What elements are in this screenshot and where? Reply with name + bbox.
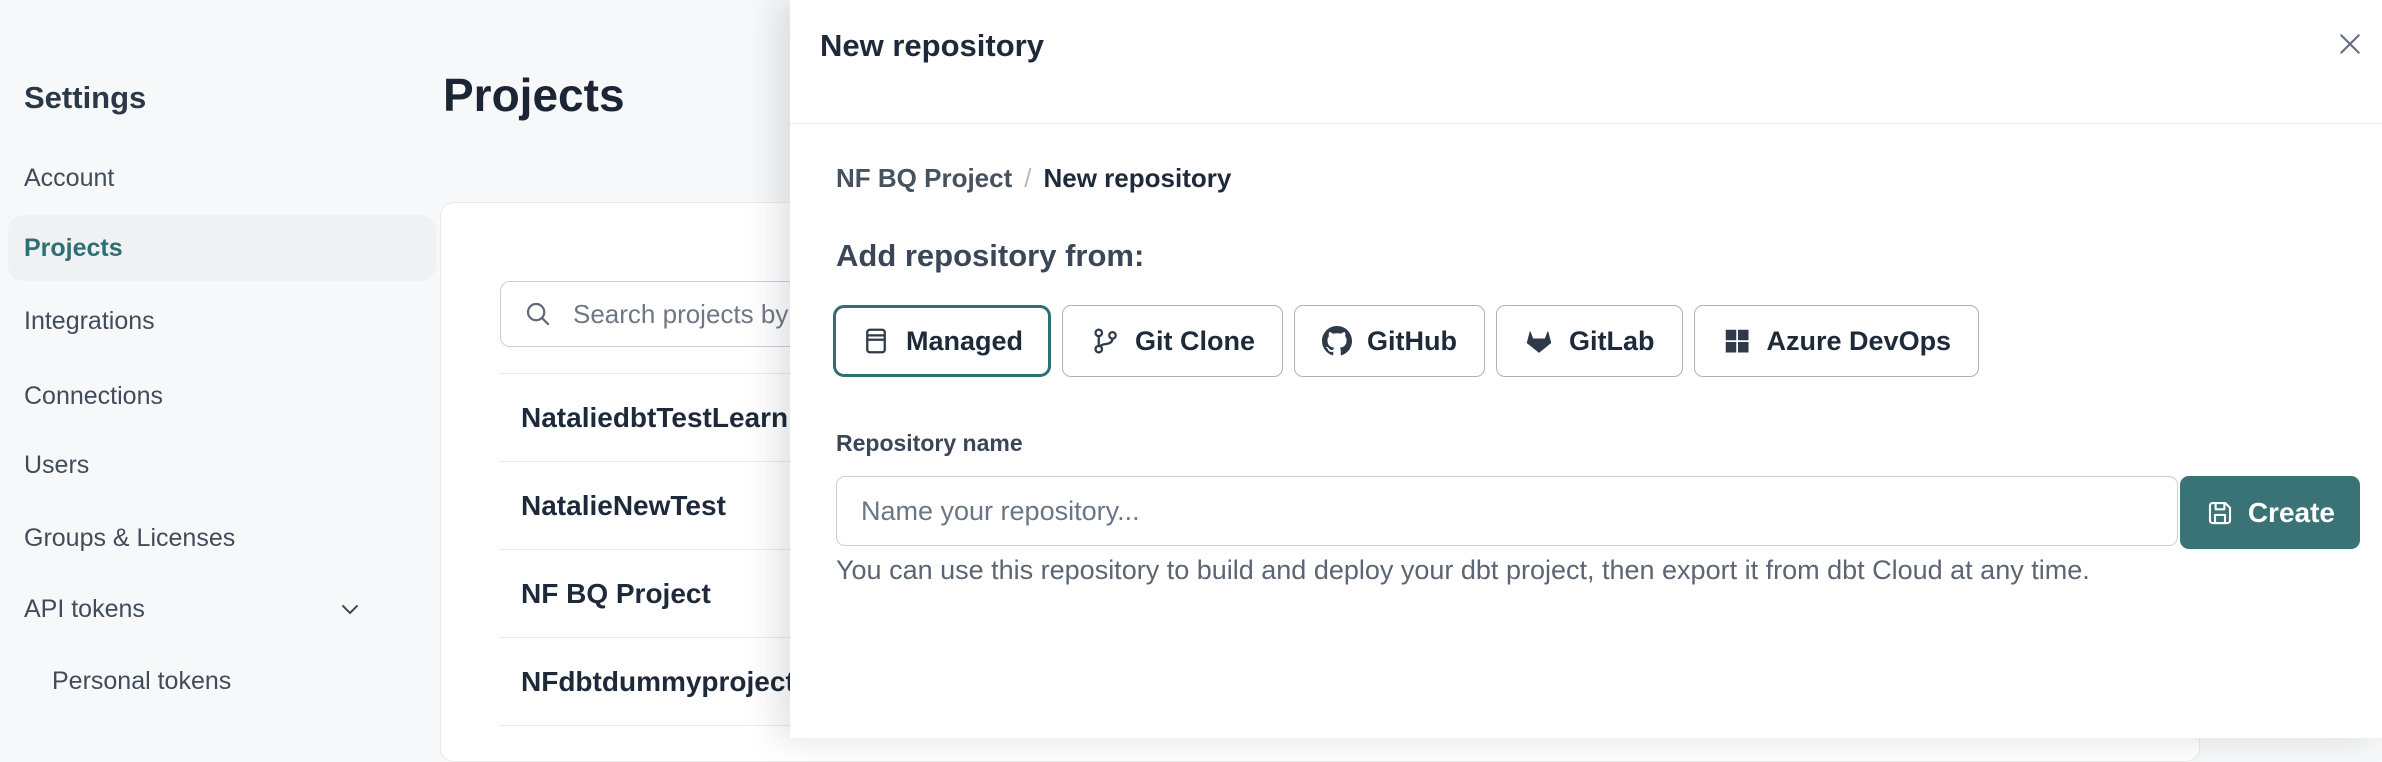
git-branch-icon xyxy=(1094,328,1117,354)
create-button[interactable]: Create xyxy=(2179,476,2360,549)
chevron-down-icon[interactable] xyxy=(338,597,362,621)
sidebar-title: Settings xyxy=(24,80,147,115)
gitlab-icon xyxy=(1526,331,1552,353)
create-button-label: Create xyxy=(2247,496,2335,528)
sidebar-item-groups-licenses[interactable]: Groups & Licenses xyxy=(24,524,236,552)
new-repository-modal: New repository NF BQ Project / New repos… xyxy=(790,0,2382,738)
page-title: Projects xyxy=(443,69,625,121)
repository-help-text: You can use this repository to build and… xyxy=(836,555,2090,585)
source-option-label: Git Clone xyxy=(1135,325,1256,356)
sidebar-item-users[interactable]: Users xyxy=(24,451,90,479)
repository-name-label: Repository name xyxy=(836,430,1023,456)
source-option-label: GitHub xyxy=(1367,325,1458,356)
breadcrumb-project-link[interactable]: NF BQ Project xyxy=(836,163,1013,193)
save-icon xyxy=(2208,501,2231,524)
modal-divider xyxy=(790,123,2382,124)
sidebar-item-connections[interactable]: Connections xyxy=(24,382,163,410)
sidebar-item-projects[interactable]: Projects xyxy=(24,234,123,262)
repo-source-options: Managed Git Clone GitHub GitLab xyxy=(833,305,1980,377)
sidebar-item-personal-tokens[interactable]: Personal tokens xyxy=(52,667,232,695)
source-option-git-clone[interactable]: Git Clone xyxy=(1062,305,1284,377)
add-repository-heading: Add repository from: xyxy=(836,238,1145,273)
search-icon xyxy=(526,302,550,326)
managed-repo-icon xyxy=(866,328,886,354)
close-icon xyxy=(2340,34,2360,54)
sidebar-active-highlight[interactable] xyxy=(8,215,436,281)
repository-name-input[interactable] xyxy=(836,476,2178,546)
breadcrumb-current: New repository xyxy=(1043,163,1232,193)
sidebar-item-api-tokens[interactable]: API tokens xyxy=(24,595,145,623)
source-option-label: Azure DevOps xyxy=(1766,325,1952,356)
breadcrumb: NF BQ Project / New repository xyxy=(836,163,1231,194)
sidebar-item-integrations[interactable]: Integrations xyxy=(24,307,155,335)
azure-devops-icon xyxy=(1725,329,1749,353)
source-option-label: GitLab xyxy=(1569,325,1655,356)
source-option-label: Managed xyxy=(906,325,1024,356)
source-option-managed[interactable]: Managed xyxy=(833,305,1052,377)
close-button[interactable] xyxy=(2328,22,2372,66)
breadcrumb-separator: / xyxy=(1024,163,1032,193)
sidebar-item-account[interactable]: Account xyxy=(24,164,115,192)
github-icon xyxy=(1322,326,1353,356)
source-option-gitlab[interactable]: GitLab xyxy=(1496,305,1683,377)
source-option-azure-devops[interactable]: Azure DevOps xyxy=(1693,305,1980,377)
source-option-github[interactable]: GitHub xyxy=(1294,305,1486,377)
settings-sidebar: Settings Account Projects Integrations C… xyxy=(0,0,440,738)
modal-title: New repository xyxy=(820,28,1044,63)
